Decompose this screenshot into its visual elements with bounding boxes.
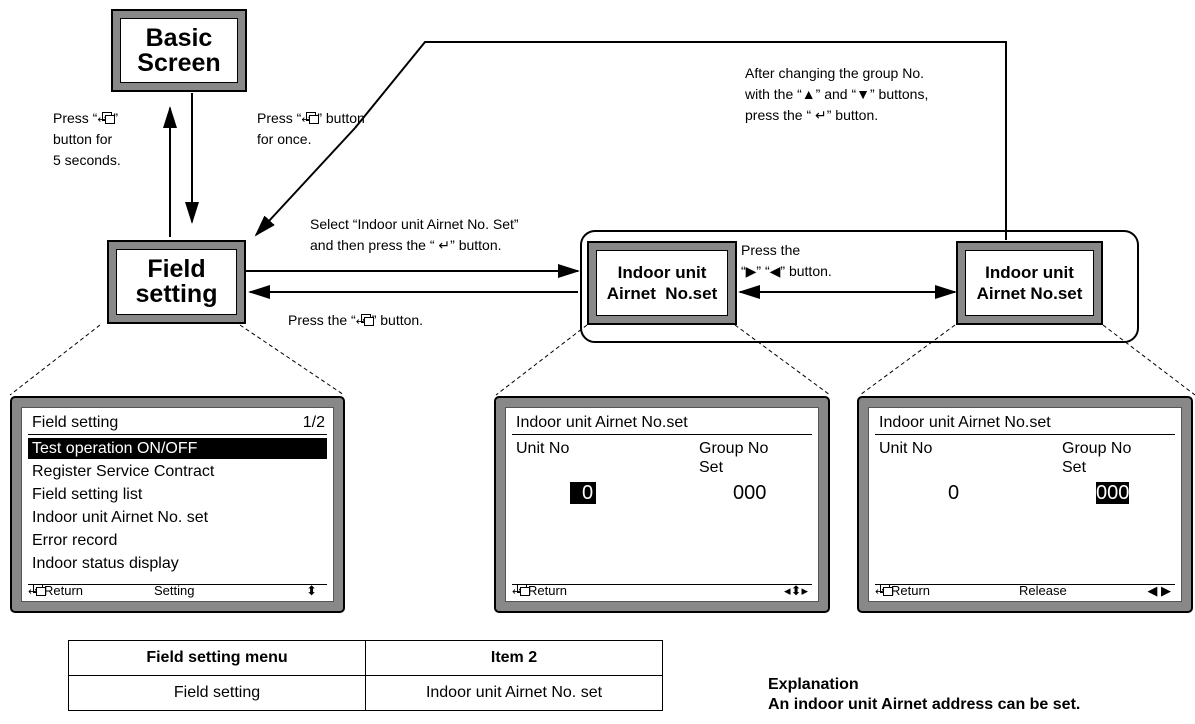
lcd1-footer-return: ↩Return	[28, 583, 84, 598]
lcd3-footer-release: Release	[1019, 583, 1067, 598]
indoor-box2-label-2: Airnet No.set	[976, 284, 1083, 303]
up-down-icon: ⬍	[306, 583, 317, 598]
return-icon: ↩	[875, 584, 893, 598]
indoor-box1-label-2: Airnet No.set	[606, 284, 718, 303]
explanation-text: An indoor unit Airnet address can be set…	[768, 696, 1081, 713]
left-right-icon: ◀ ▶	[1147, 583, 1171, 598]
lcd2-title: Indoor unit Airnet No.set	[516, 414, 688, 431]
group-change-note: After changing the group No. with the “▲…	[745, 65, 929, 123]
return-icon: ↩	[512, 584, 530, 598]
indoor-box1-label-1: Indoor unit	[617, 263, 707, 282]
lcd1-menu-item[interactable]: Indoor status display	[32, 555, 179, 572]
left-right-note: Press the “▶” “◀” button.	[741, 242, 832, 279]
field-setting-label-1: Field	[147, 255, 206, 283]
lcd2-footer-return: ↩Return	[512, 583, 568, 598]
lcd3-unit-label: Unit No	[879, 440, 933, 457]
return-icon: ↩	[301, 112, 320, 126]
lcd3-title: Indoor unit Airnet No.set	[879, 414, 1051, 431]
lcd1-menu-item[interactable]: Test operation ON/OFF	[28, 438, 327, 459]
lcd3-footer-return: ↩Return	[875, 583, 931, 598]
lcd3-group-label: Group No	[1062, 440, 1132, 457]
lcd1-menu-item[interactable]: Indoor unit Airnet No. set	[32, 509, 209, 526]
basic-screen-label-2: Screen	[137, 48, 221, 77]
lcd1-menu-item[interactable]: Field setting list	[32, 486, 143, 503]
lcd3-group-value: 000	[1096, 482, 1130, 504]
lcd1-menu-item[interactable]: Register Service Contract	[32, 463, 215, 480]
lcd1-menu-item[interactable]: Error record	[32, 532, 118, 549]
table-header-menu: Field setting menu	[68, 640, 366, 676]
select-note: Select “Indoor unit Airnet No. Set” and …	[310, 216, 519, 253]
lcd3-set-label: Set	[1062, 459, 1087, 476]
explanation: Explanation An indoor unit Airnet addres…	[768, 675, 1080, 715]
indoor-box2-label-1: Indoor unit	[985, 263, 1074, 282]
return-icon: ↩	[28, 584, 46, 598]
press-hold-note: Press “↩” button for 5 seconds.	[53, 110, 121, 168]
table-cell-menu: Field setting	[68, 675, 366, 711]
lcd1-page: 1/2	[302, 414, 325, 431]
menu-table: Field setting menu Item 2 Field setting …	[68, 640, 663, 711]
lcd2-group-value: 000	[733, 482, 767, 504]
lcd2-set-label: Set	[699, 459, 724, 476]
four-way-icon: ◂⬍▸	[784, 583, 808, 598]
lcd-airnet-group: Indoor unit Airnet No.set Unit No Group …	[857, 396, 1193, 613]
basic-screen-label-1: Basic	[145, 23, 213, 52]
return-note: Press the “↩” button.	[288, 312, 424, 328]
press-once-note: Press “↩” button for once.	[257, 110, 365, 147]
table-cell-item: Indoor unit Airnet No. set	[365, 675, 663, 711]
lcd-field-setting: Field setting 1/2 Test operation ON/OFF R…	[10, 396, 345, 613]
lcd1-footer-setting: Setting	[154, 583, 195, 598]
lcd1-title: Field setting	[32, 414, 119, 431]
lcd2-unit-label: Unit No	[516, 440, 570, 457]
lcd-airnet-unit: Indoor unit Airnet No.set Unit No Group …	[494, 396, 830, 613]
explanation-title: Explanation	[768, 676, 859, 693]
table-header-item: Item 2	[365, 640, 663, 676]
lcd2-group-label: Group No	[699, 440, 769, 457]
return-icon: ↩	[97, 112, 116, 126]
field-setting-label-2: setting	[135, 280, 218, 308]
return-icon: ↩	[356, 314, 374, 328]
lcd3-unit-value: 0	[948, 482, 960, 504]
lcd2-unit-value: 0	[570, 482, 597, 504]
